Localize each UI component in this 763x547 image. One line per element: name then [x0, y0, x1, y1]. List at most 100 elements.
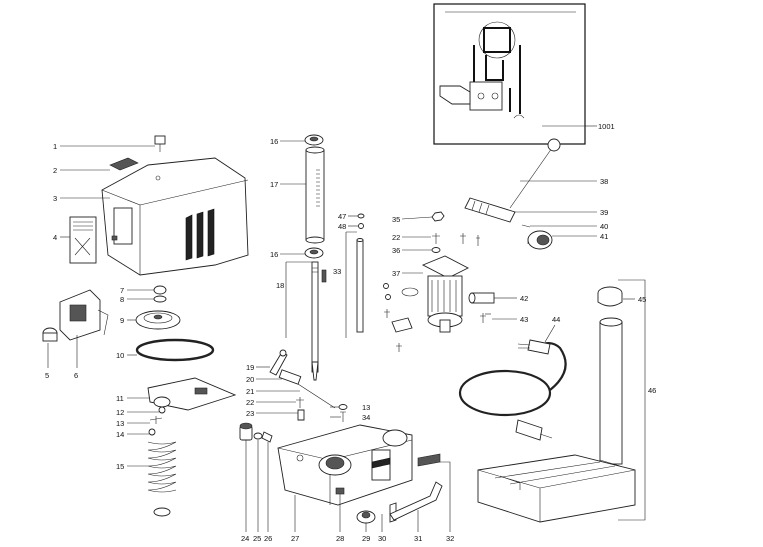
part-40-pin	[521, 224, 531, 228]
callout-3: 3	[53, 194, 57, 203]
callout-32: 32	[446, 534, 454, 543]
callout-11: 11	[116, 394, 124, 403]
part-41-hub	[527, 230, 553, 250]
callout-8: 8	[120, 295, 124, 304]
part-22-screw-top	[432, 233, 440, 244]
part-28-slot	[335, 487, 345, 495]
part-2-nameplate	[109, 157, 139, 171]
wiring-schematic-inset	[433, 3, 586, 145]
part-39-pinion-shaft	[464, 197, 516, 223]
callout-22-right: 22	[392, 233, 400, 242]
callout-6: 6	[74, 371, 78, 380]
part-8-washer	[153, 295, 167, 303]
part-32-label	[417, 453, 441, 467]
part-13-nut-right	[338, 404, 348, 410]
callout-29: 29	[362, 534, 370, 543]
callout-24: 24	[241, 534, 249, 543]
callout-42: 42	[520, 294, 528, 303]
part-33-column-shaft	[356, 238, 364, 333]
part-7-nut	[153, 285, 167, 295]
callout-1001: 1001	[598, 122, 615, 131]
callout-14: 14	[116, 430, 124, 439]
callout-28: 28	[336, 534, 344, 543]
part-47-clip	[357, 213, 365, 219]
part-23-bolt	[297, 409, 305, 421]
motor-mount-nut-left-2	[385, 294, 391, 300]
callout-9: 9	[120, 316, 124, 325]
callout-5: 5	[45, 371, 49, 380]
callout-47: 47	[338, 212, 346, 221]
part-9-pulley	[135, 310, 181, 330]
callout-23: 23	[246, 409, 254, 418]
part-36-washer	[431, 247, 441, 253]
callout-12: 12	[116, 408, 124, 417]
part-48-ball	[358, 223, 364, 229]
callout-13-right: 13	[362, 403, 370, 412]
callout-2: 2	[53, 166, 57, 175]
part-16-bearing-top	[304, 134, 324, 146]
callout-41: 41	[600, 232, 608, 241]
part-6-switch-bracket	[59, 289, 109, 341]
callout-25: 25	[253, 534, 261, 543]
part-34-screw	[340, 411, 346, 422]
callout-21: 21	[246, 387, 254, 396]
part-1-screw	[154, 135, 166, 152]
callout-36: 36	[392, 246, 400, 255]
callout-15: 15	[116, 462, 124, 471]
callout-33: 33	[333, 267, 341, 276]
motor-mount-nuts-left	[383, 283, 389, 289]
part-21-lever-rod	[297, 383, 336, 409]
callout-37: 37	[392, 269, 400, 278]
part-24-collar	[239, 422, 253, 441]
part-42-capacitor	[468, 292, 504, 304]
part-38-feed-lever	[509, 138, 561, 209]
callout-16-bottom: 16	[270, 250, 278, 259]
part-46-column-and-base	[477, 317, 636, 523]
callout-7: 7	[120, 286, 124, 295]
part-35-star-washer	[431, 211, 445, 222]
callout-17: 17	[270, 180, 278, 189]
part-11-mounting-bracket	[147, 377, 237, 411]
callout-46: 46	[648, 386, 656, 395]
part-25-washer	[253, 432, 263, 440]
callout-20: 20	[246, 375, 254, 384]
part-29-nut	[356, 510, 376, 524]
callout-31: 31	[414, 534, 422, 543]
callout-16-top: 16	[270, 137, 278, 146]
part-43-screw	[480, 313, 486, 323]
callout-22-left: 22	[246, 398, 254, 407]
part-20-lever-hub	[278, 369, 302, 385]
part-44-power-cable	[458, 339, 567, 441]
callout-40: 40	[600, 222, 608, 231]
callout-44: 44	[552, 315, 560, 324]
callout-labels: 1 2 3 4 5 6 7 8 9 10 11 12 13 14 15 16 1…	[45, 122, 656, 543]
part-27-gear-housing	[277, 424, 413, 506]
callout-48: 48	[338, 222, 346, 231]
part-5-knob	[42, 327, 58, 342]
callout-38: 38	[600, 177, 608, 186]
callout-1: 1	[53, 142, 57, 151]
part-19-lever-handle	[269, 349, 288, 376]
callout-43: 43	[520, 315, 528, 324]
callout-39: 39	[600, 208, 608, 217]
motor-mount-screws	[460, 233, 480, 246]
callout-34: 34	[362, 413, 370, 422]
part-12-pin	[158, 406, 166, 414]
callout-19: 19	[246, 363, 254, 372]
part-13-screw	[149, 416, 163, 424]
part-4-warning-label	[69, 216, 97, 264]
motor-base-screws	[384, 309, 402, 352]
motor-cover-housing	[101, 157, 249, 276]
callout-35: 35	[392, 215, 400, 224]
part-17-quill-tube	[305, 146, 325, 244]
part-18-spindle	[311, 261, 327, 381]
leader-lines	[47, 125, 646, 532]
callout-4: 4	[53, 233, 57, 242]
part-31-lock-lever	[389, 481, 443, 521]
part-22-screw-left	[296, 397, 304, 408]
callout-30: 30	[378, 534, 386, 543]
part-26-screw	[261, 431, 273, 443]
part-14-washer	[148, 428, 156, 436]
callout-45: 45	[638, 295, 646, 304]
